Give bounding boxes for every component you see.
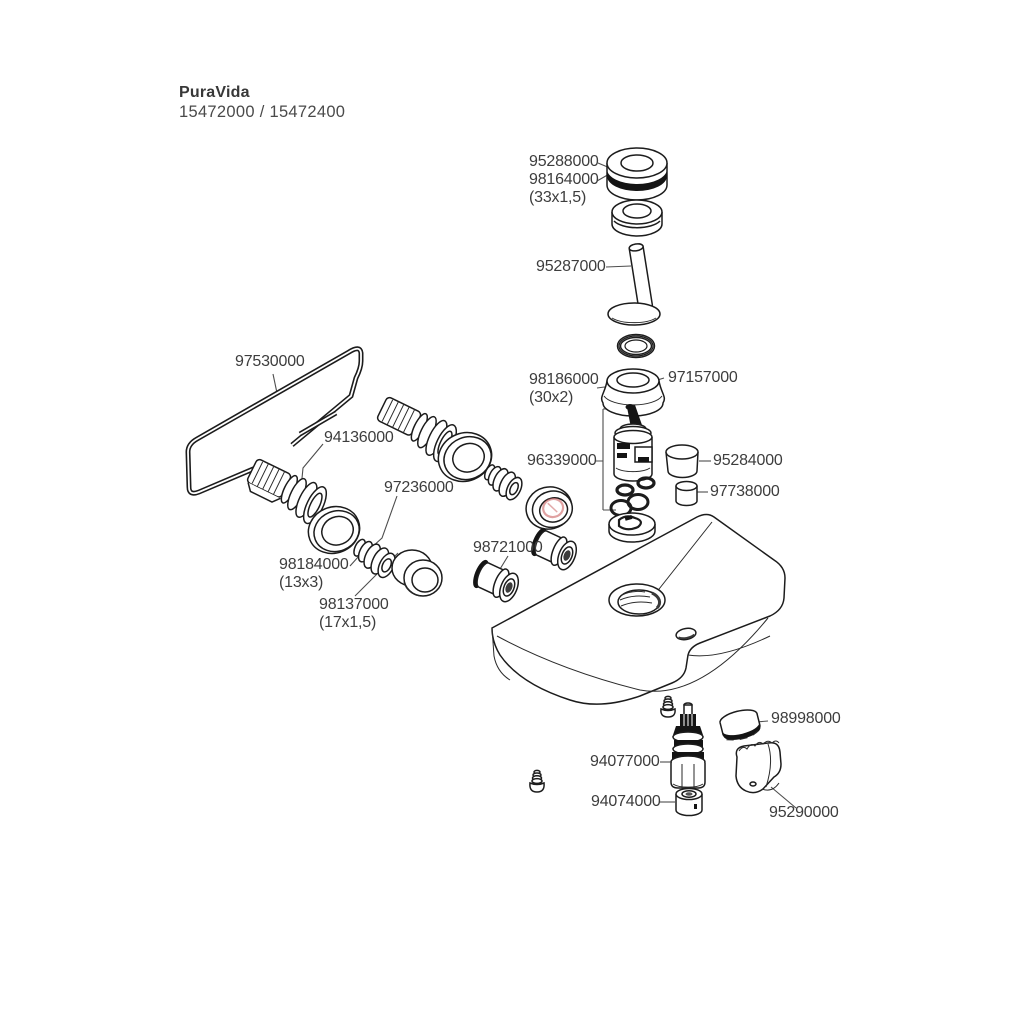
part-adapter-fitting-upper-drawing bbox=[531, 527, 578, 571]
part-s-connector-lower-drawing bbox=[246, 458, 328, 525]
part-label-98721000: 98721000 bbox=[473, 539, 543, 556]
part-cap-cylinder-drawing bbox=[665, 444, 699, 479]
part-label-97738000: 97738000 bbox=[710, 483, 780, 500]
part-plug-cap-drawing bbox=[675, 787, 703, 817]
part-ring-with-stamp-drawing bbox=[525, 486, 574, 530]
model-numbers: 15472000 / 15472400 bbox=[179, 103, 346, 121]
part-sleeve-cylinder-drawing bbox=[675, 480, 698, 507]
part-label-98186000: 98186000 bbox=[529, 371, 599, 388]
part-label-95284000: 95284000 bbox=[713, 452, 783, 469]
red-stamp-mark bbox=[542, 497, 565, 519]
part-escutcheon-ring-drawing bbox=[606, 147, 668, 201]
part-check-valve-drawing bbox=[353, 538, 396, 579]
part-screw-small2-drawing bbox=[529, 769, 545, 793]
part-dim-98137000: (17x1,5) bbox=[319, 614, 377, 631]
part-label-97530000: 97530000 bbox=[235, 353, 305, 370]
part-mixing-cartridge-drawing bbox=[608, 404, 656, 543]
part-oring-rod-drawing bbox=[616, 333, 656, 359]
part-label-97236000: 97236000 bbox=[384, 479, 454, 496]
part-flange-ring-drawing bbox=[611, 199, 663, 237]
part-label-94077000: 94077000 bbox=[590, 753, 660, 770]
product-name: PuraVida bbox=[179, 84, 250, 101]
part-frame-gasket-drawing bbox=[185, 346, 364, 496]
part-label-98137000: 98137000 bbox=[319, 596, 389, 613]
part-dim-98164000: (33x1,5) bbox=[529, 189, 587, 206]
part-label-97157000: 97157000 bbox=[668, 369, 738, 386]
part-s-connector-upper-drawing bbox=[376, 396, 458, 463]
part-label-95287000: 95287000 bbox=[536, 258, 606, 275]
part-lever-rod-drawing bbox=[607, 243, 661, 326]
part-label-95288000: 95288000 bbox=[529, 153, 599, 170]
part-label-94074000: 94074000 bbox=[591, 793, 661, 810]
part-handle-drawing bbox=[735, 740, 782, 794]
part-label-94136000: 94136000 bbox=[324, 429, 394, 446]
part-ridged-plug-drawing bbox=[483, 464, 523, 501]
part-dim-98186000: (30x2) bbox=[529, 389, 574, 406]
part-main-body-drawing bbox=[491, 513, 786, 705]
part-oring-large-drawing bbox=[307, 505, 361, 555]
part-round-nut-drawing bbox=[391, 549, 443, 597]
part-adapter-fitting-lower-drawing bbox=[473, 559, 520, 603]
part-label-98184000: 98184000 bbox=[279, 556, 349, 573]
part-label-98164000: 98164000 bbox=[529, 171, 599, 188]
part-thermo-cartridge-drawing bbox=[670, 702, 706, 789]
part-screw-small-drawing bbox=[660, 695, 676, 718]
part-label-96339000: 96339000 bbox=[527, 452, 597, 469]
part-trim-ring-drawing bbox=[719, 709, 761, 741]
part-dim-98184000: (13x3) bbox=[279, 574, 324, 591]
part-seal-ring-upper-drawing bbox=[437, 431, 493, 483]
part-label-98998000: 98998000 bbox=[771, 710, 841, 727]
part-dome-cap-drawing bbox=[600, 368, 666, 417]
part-label-95290000: 95290000 bbox=[769, 804, 839, 821]
